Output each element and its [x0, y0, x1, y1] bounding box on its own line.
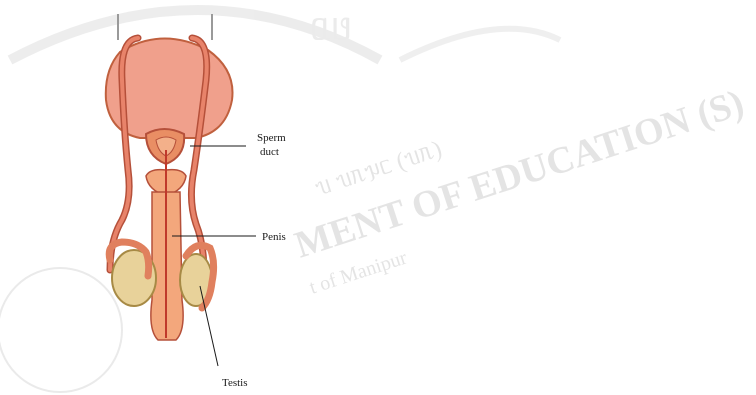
watermark-seal-ring-left	[0, 268, 122, 392]
sperm-duct-label-line2: duct	[260, 146, 279, 158]
male-reproductive-system-illustration	[106, 14, 233, 340]
sperm-duct-label-line1: Sperm	[257, 132, 286, 144]
watermark-seal-arc-right	[400, 29, 560, 60]
watermark-seal-glyph: ᥲᥳ	[310, 4, 352, 49]
penis-label: Penis	[262, 231, 286, 243]
testis-label: Testis	[222, 377, 248, 389]
